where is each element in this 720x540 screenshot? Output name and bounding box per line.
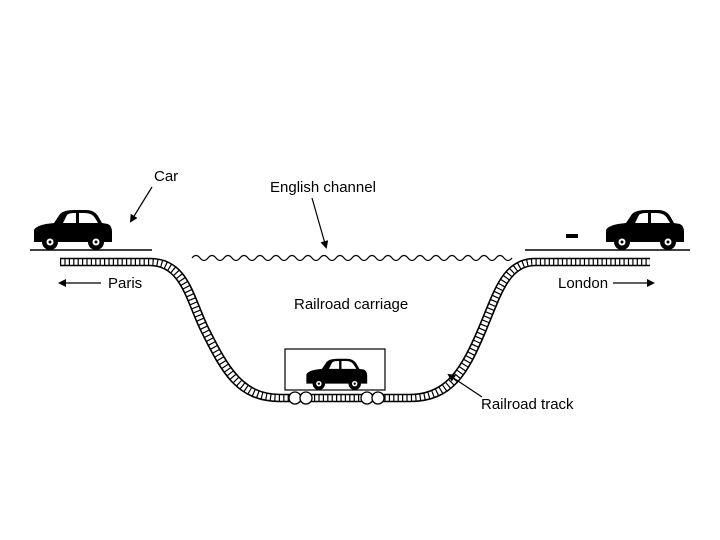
channel-pointer-arrow: [311, 197, 329, 249]
carriage-wheels: [288, 391, 385, 405]
track-pointer-arrow: [447, 373, 483, 398]
water-waves: [191, 254, 513, 262]
railroad-track: [60, 257, 650, 403]
car-left-icon: [34, 210, 112, 250]
paris-label: Paris: [108, 275, 142, 292]
car-label: Car: [154, 168, 178, 185]
railroad-carriage-label: Railroad carriage: [294, 296, 408, 313]
railroad-track-label: Railroad track: [481, 396, 574, 413]
car-right-icon: [606, 210, 684, 250]
car-pointer-arrow: [129, 186, 153, 223]
english-channel-label: English channel: [270, 179, 376, 196]
car-exhaust-mark: [566, 234, 578, 238]
railroad-carriage: [284, 348, 386, 405]
london-label: London: [558, 275, 608, 292]
